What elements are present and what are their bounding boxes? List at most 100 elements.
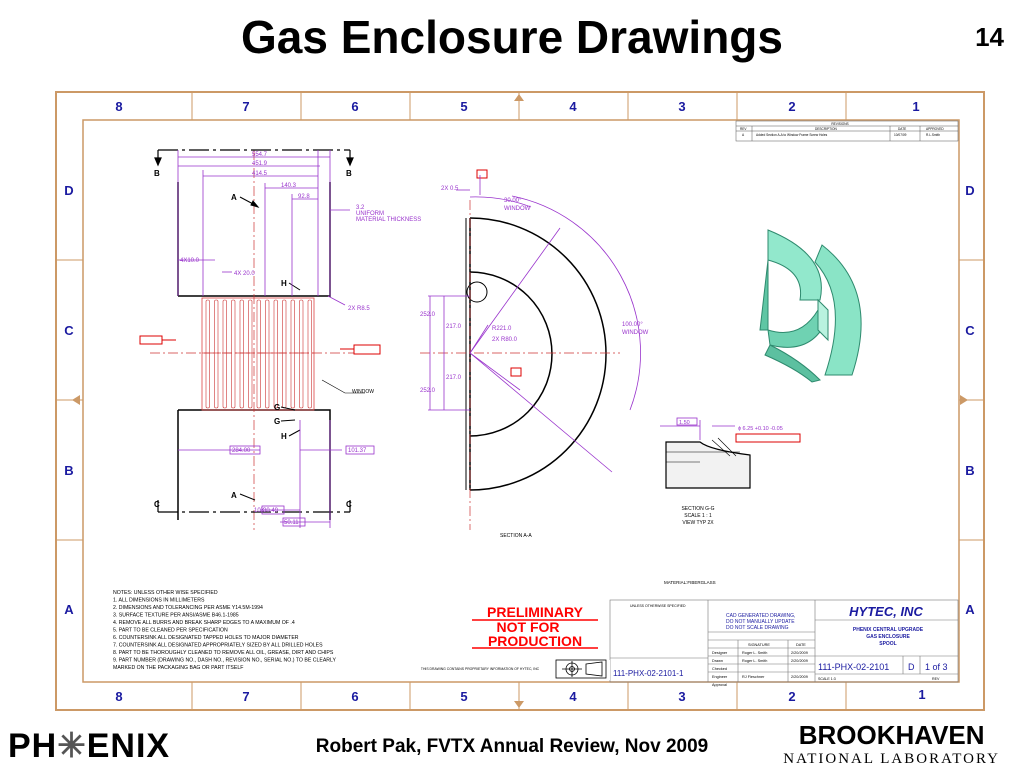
- slot: [290, 299, 295, 409]
- note-line: 1. ALL DIMENSIONS IN MILLIMETERS: [113, 598, 205, 604]
- zone-row-left: D: [64, 183, 73, 198]
- dimension-lines: [177, 150, 350, 528]
- phenix-logo-post: ENIX: [86, 727, 171, 765]
- dim-r80: 2X R80.0: [492, 337, 518, 343]
- tb-scale: SCALE 1:3: [818, 677, 836, 681]
- page-number: 14: [975, 22, 1004, 52]
- tb-title-1: PHENIX CENTRAL UPGRADE: [853, 627, 924, 633]
- tb-drawing-number: 111-PHX-02-2101: [818, 662, 889, 672]
- proprietary-area: [355, 660, 610, 680]
- slot: [239, 299, 244, 409]
- section-letter-h: H: [281, 279, 287, 288]
- label-material: MATERIAL:FIBERGLASS: [664, 580, 716, 585]
- rev-title: REVISIONS: [831, 122, 848, 126]
- label-scale: SCALE 1 : 1: [684, 513, 712, 519]
- label-section-aa: SECTION A-A: [500, 533, 532, 539]
- section-gg-view: [660, 420, 751, 489]
- note-line: NOTES: UNLESS OTHER WISE SPECIFIED: [113, 590, 218, 596]
- isometric-model: [759, 229, 862, 383]
- dim-box-150: [676, 417, 698, 426]
- rev-col-date: DATE: [898, 127, 906, 131]
- dim-material-thickness: MATERIAL THICKNESS: [356, 217, 421, 223]
- dim-uniform: UNIFORM: [356, 211, 384, 217]
- tb-lbl-approved: Approval: [712, 683, 727, 687]
- dim-92: 92.8: [298, 194, 310, 200]
- tb-date-2: 2/20/2009: [791, 659, 808, 663]
- slide-title: Gas Enclosure Drawings: [241, 11, 783, 63]
- note-line: 2. DIMENSIONS AND TOLERANCING PER ASME Y…: [113, 605, 263, 611]
- title-block: [609, 599, 959, 683]
- zone-col-bottom: 7: [242, 689, 249, 704]
- dim-101: 101.37: [348, 448, 367, 454]
- note-line: 7. COUNTERSINK ALL DESIGNATED APPROPRIAT…: [113, 643, 323, 649]
- dim-50: 50.11: [284, 520, 299, 526]
- caution-3: DO NOT SCALE DRAWING: [726, 625, 789, 631]
- brookhaven-logo: BROOKHAVEN NATIONAL LABORATORY: [783, 720, 1000, 768]
- rev-row-approved: R.L.Smith: [926, 133, 940, 137]
- note-line: 6. COUNTERSINK ALL DESIGNATED TAPPED HOL…: [113, 635, 299, 641]
- tb-size: D: [908, 662, 915, 672]
- section-letter-b: B: [346, 169, 352, 178]
- zone-col-top: 6: [351, 99, 358, 114]
- slot: [256, 299, 261, 409]
- slot: [307, 299, 312, 409]
- tb-part-number: 111-PHX-02-2101-1: [613, 669, 684, 678]
- note-line: 5. PART TO BE CLEANED PER SPECIFICATION: [113, 628, 228, 634]
- zone-col-bottom: 6: [351, 689, 358, 704]
- dim-thickness: 3.2: [356, 205, 365, 211]
- zone-col-bottom: 2: [788, 689, 795, 704]
- caution-1: CAD GENERATED DRAWING,: [726, 613, 795, 619]
- projection-symbol: [555, 659, 607, 679]
- zone-col-bottom: 3: [678, 689, 685, 704]
- label-section-gg: SECTION G-G: [681, 506, 714, 512]
- dim-tolerance: ɸ 6.25 +0.10 -0.05: [738, 426, 783, 432]
- slot: [273, 299, 278, 409]
- tb-title-2: GAS ENCLOSURE: [866, 634, 910, 640]
- note-line: 3. SURFACE TEXTURE PER ANSI/ASME B46.1-1…: [113, 613, 239, 619]
- zone-row-right: A: [965, 602, 975, 617]
- note-line: MARKED ON THE PACKAGING BAG OR PART ITSE…: [113, 665, 243, 671]
- tb-date-header: DATE: [796, 643, 806, 647]
- section-letter-g: G: [274, 417, 280, 426]
- rev-col-rev: REV: [740, 127, 747, 131]
- label-view-typ: VIEW TYP 2X: [682, 520, 714, 526]
- rev-row-desc: Added Section A-A to Window Frame Screw …: [756, 133, 828, 137]
- caution-2: DO NOT MANUALLY UPDATE: [726, 619, 795, 625]
- side-view-centerlines: [150, 150, 365, 530]
- tb-sig-header: SIGNATURE: [748, 643, 770, 647]
- section-aa-view: [420, 175, 641, 530]
- slot: [265, 299, 270, 409]
- dim-window-30: WINDOW: [504, 206, 531, 212]
- zone-row-right: B: [965, 463, 974, 478]
- note-line: 8. PART TO BE THOROUGHLY CLEANED TO REMO…: [113, 650, 334, 656]
- dim-30: 30.49: [263, 508, 279, 514]
- zone-row-left: A: [64, 602, 74, 617]
- slot: [222, 299, 227, 409]
- zone-col-top: 8: [115, 99, 122, 114]
- tb-date-1: 2/20/2009: [791, 651, 808, 655]
- view-arrows: [239, 196, 301, 501]
- callout-leaders: [162, 339, 354, 350]
- section-letter-g: G: [274, 403, 280, 412]
- slot: [214, 299, 219, 409]
- dim-451: 451.9: [252, 161, 268, 167]
- dim-140: 140.3: [281, 183, 297, 189]
- dim-boxes: [229, 445, 375, 527]
- dim-r221: R221.0: [492, 326, 512, 332]
- dim-angle-30: 30.00°: [504, 198, 522, 204]
- tb-designer: Roger L. Smith: [742, 651, 767, 655]
- section-letter-c: C: [346, 500, 352, 509]
- slot: [231, 299, 236, 409]
- zone-row-left: C: [64, 323, 74, 338]
- drawing-notes: NOTES: UNLESS OTHER WISE SPECIFIED 1. ALL…: [113, 590, 337, 671]
- bnl-logo-top: BROOKHAVEN: [798, 720, 985, 750]
- stamp-line-2: NOT FOR: [497, 619, 560, 635]
- dim-414: 414.5: [252, 171, 268, 177]
- zone-col-bottom: 5: [460, 689, 467, 704]
- section-letter-a: A: [231, 491, 237, 500]
- center-arrow-top: [514, 94, 524, 101]
- note-line: 4. REMOVE ALL BURRS AND BREAK SHARP EDGE…: [113, 620, 295, 626]
- zone-col-bottom: 1: [918, 687, 925, 702]
- dim-4x10: 4X10.0: [180, 258, 200, 264]
